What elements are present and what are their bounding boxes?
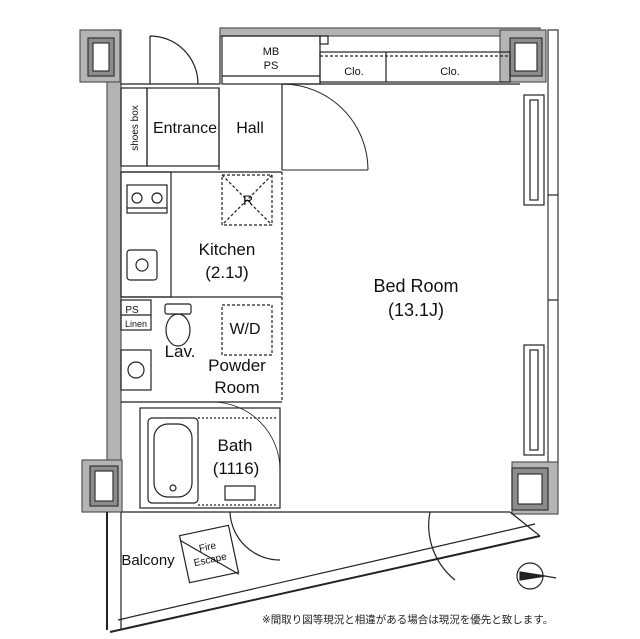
powder-label: Powder [208,356,266,375]
shoes-box-label: shoes box [130,105,141,151]
hall-door [281,83,369,171]
balcony-door-right [428,511,456,581]
ps-small-label: PS [125,305,139,316]
washer-box [221,304,273,356]
closet-label-2: Clo. [440,66,460,78]
balcony-label: Balcony [121,552,175,569]
entrance-door [149,35,199,85]
disclaimer-footnote: ※間取り図等現況と相違がある場合は現況を優先と致します。 [262,614,554,626]
kitchen-counter [120,171,172,298]
powder-door [211,401,281,471]
stove-icon [126,184,168,214]
column-top-left [87,37,115,77]
toilet-icon [164,303,192,347]
column-bottom-right [511,467,549,511]
room-label: Room [214,378,259,397]
lav-sink-icon [120,349,152,391]
bath-label: Bath [218,436,253,455]
column-top-right [509,37,543,77]
outer-walls [79,27,559,515]
bathtub-icon [147,417,199,504]
lav-label: Lav. [165,342,196,361]
entrance-label: Entrance [153,120,217,137]
fridge-box [221,174,273,226]
escape-label: Escape [193,551,228,569]
bath-room [139,407,281,509]
kitchen-label: Kitchen [199,240,256,259]
fridge-label: R [243,192,253,208]
fire-escape-hatch [178,524,240,584]
bedroom-label: Bed Room [373,276,458,296]
balcony-rail [109,535,541,633]
closet-area [319,51,511,83]
mb-label: MB [263,46,280,58]
linen-label: Linen [125,319,147,329]
bath-size-label: (1116) [213,459,260,478]
washer-label: W/D [229,321,260,338]
closet-label-1: Clo. [344,66,364,78]
ps-label: PS [264,60,279,72]
bedroom-size-label: (13.1J) [388,300,444,320]
hall-label: Hall [236,120,264,137]
kitchen-size-label: (2.1J) [205,263,248,282]
fire-label: Fire [198,540,218,554]
bedroom-window-upper [523,94,545,206]
bedroom-window-lower [523,344,545,456]
north-arrow-icon [516,562,557,590]
balcony-door [229,511,281,561]
sink-icon [126,249,158,281]
column-bottom-left [89,465,119,507]
